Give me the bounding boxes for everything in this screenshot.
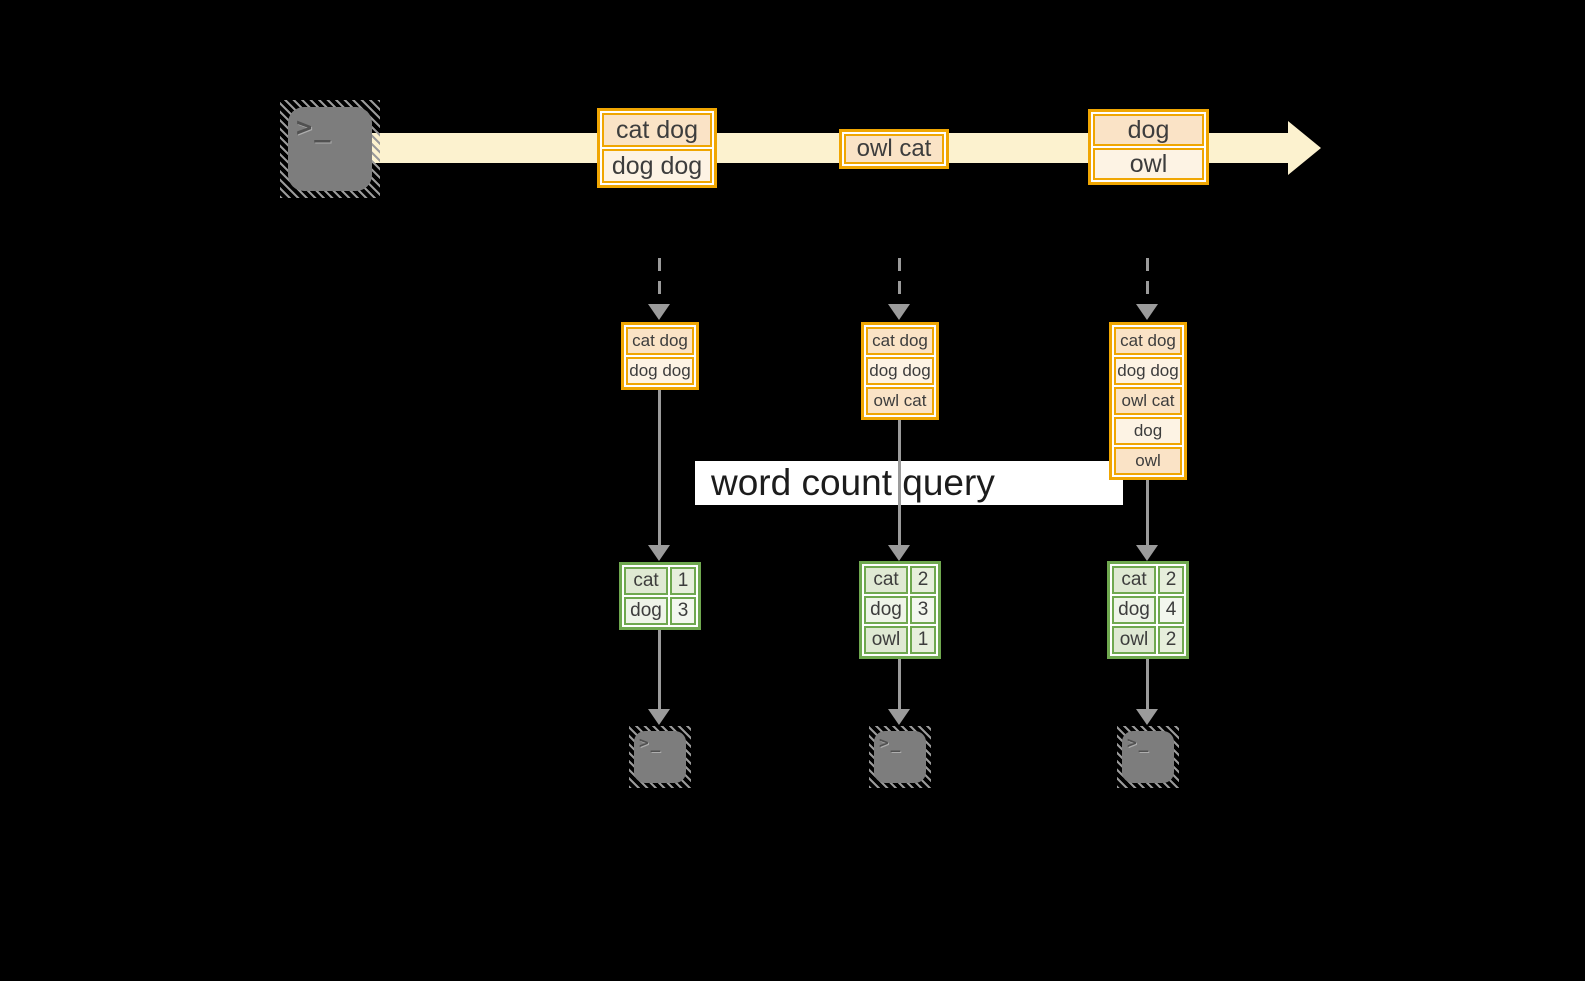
trigger-arrowhead-3-icon: [1136, 304, 1158, 320]
count-word-cell: owl: [1112, 626, 1156, 654]
terminal-screen: [874, 731, 926, 783]
micro-batch-2: cat dog dog dog owl cat: [861, 322, 939, 420]
micro-batch-row: owl: [1114, 447, 1182, 475]
terminal-screen: [1122, 731, 1174, 783]
count-value-cell: 3: [910, 596, 936, 624]
terminal-prompt-glyph: >_: [879, 733, 903, 752]
count-value-cell: 3: [670, 597, 696, 625]
query-flow-arrowhead-2-icon: [888, 545, 910, 561]
trigger-arrowhead-1-icon: [648, 304, 670, 320]
stream-arrowhead-icon: [1288, 121, 1321, 175]
stream-item: owl: [1093, 148, 1204, 180]
count-word-cell: owl: [864, 626, 908, 654]
micro-batch-row: dog dog: [626, 357, 694, 385]
query-flow-line-3: [1146, 480, 1149, 545]
count-table-1: cat 1 dog 3: [619, 562, 701, 630]
micro-batch-row: dog dog: [1114, 357, 1182, 385]
stream-batch-3: dog owl: [1088, 109, 1209, 185]
sink-flow-line-2: [898, 659, 901, 709]
terminal-screen: [634, 731, 686, 783]
query-flow-line-2: [898, 414, 901, 545]
stream-item: owl cat: [844, 134, 944, 164]
count-value-cell: 4: [1158, 596, 1184, 624]
query-flow-arrowhead-3-icon: [1136, 545, 1158, 561]
count-word-cell: dog: [624, 597, 668, 625]
terminal-screen: [288, 107, 372, 191]
micro-batch-1: cat dog dog dog: [621, 322, 699, 390]
stream-item: dog: [1093, 114, 1204, 146]
count-word-cell: cat: [624, 567, 668, 595]
stream-batch-1: cat dog dog dog: [597, 108, 717, 188]
query-flow-arrowhead-1-icon: [648, 545, 670, 561]
micro-batch-row: cat dog: [626, 327, 694, 355]
sink-flow-arrowhead-1-icon: [648, 709, 670, 725]
count-value-cell: 2: [1158, 626, 1184, 654]
sink-terminal-2-icon: >_: [869, 726, 931, 788]
micro-batch-row: cat dog: [1114, 327, 1182, 355]
count-table-3: cat 2 dog 4 owl 2: [1107, 561, 1189, 659]
terminal-prompt-glyph: >_: [639, 733, 663, 752]
query-label: word count query: [711, 462, 995, 503]
trigger-arrow-1: [658, 258, 661, 304]
micro-batch-row: owl cat: [1114, 387, 1182, 415]
count-word-cell: cat: [864, 566, 908, 594]
count-value-cell: 2: [1158, 566, 1184, 594]
sink-terminal-1-icon: >_: [629, 726, 691, 788]
count-word-cell: dog: [1112, 596, 1156, 624]
micro-batch-row: owl cat: [866, 387, 934, 415]
sink-terminal-3-icon: >_: [1117, 726, 1179, 788]
sink-flow-line-1: [658, 630, 661, 709]
micro-batch-row: dog dog: [866, 357, 934, 385]
micro-batch-3: cat dog dog dog owl cat dog owl: [1109, 322, 1187, 480]
micro-batch-row: cat dog: [866, 327, 934, 355]
trigger-arrowhead-2-icon: [888, 304, 910, 320]
count-value-cell: 2: [910, 566, 936, 594]
stream-batch-2: owl cat: [839, 129, 949, 169]
trigger-arrow-2: [898, 258, 901, 304]
terminal-prompt-glyph: >_: [1127, 733, 1151, 752]
sink-flow-arrowhead-2-icon: [888, 709, 910, 725]
trigger-arrow-3: [1146, 258, 1149, 304]
terminal-prompt-glyph: >_: [296, 112, 333, 143]
micro-batch-row: dog: [1114, 417, 1182, 445]
stream-item: cat dog: [602, 113, 712, 147]
sink-flow-arrowhead-3-icon: [1136, 709, 1158, 725]
stream-item: dog dog: [602, 149, 712, 183]
source-terminal-icon: >_: [280, 100, 380, 198]
count-word-cell: dog: [864, 596, 908, 624]
query-flow-line-1: [658, 388, 661, 545]
sink-flow-line-3: [1146, 659, 1149, 709]
query-label-box: [695, 461, 1123, 505]
count-value-cell: 1: [910, 626, 936, 654]
count-value-cell: 1: [670, 567, 696, 595]
count-table-2: cat 2 dog 3 owl 1: [859, 561, 941, 659]
count-word-cell: cat: [1112, 566, 1156, 594]
